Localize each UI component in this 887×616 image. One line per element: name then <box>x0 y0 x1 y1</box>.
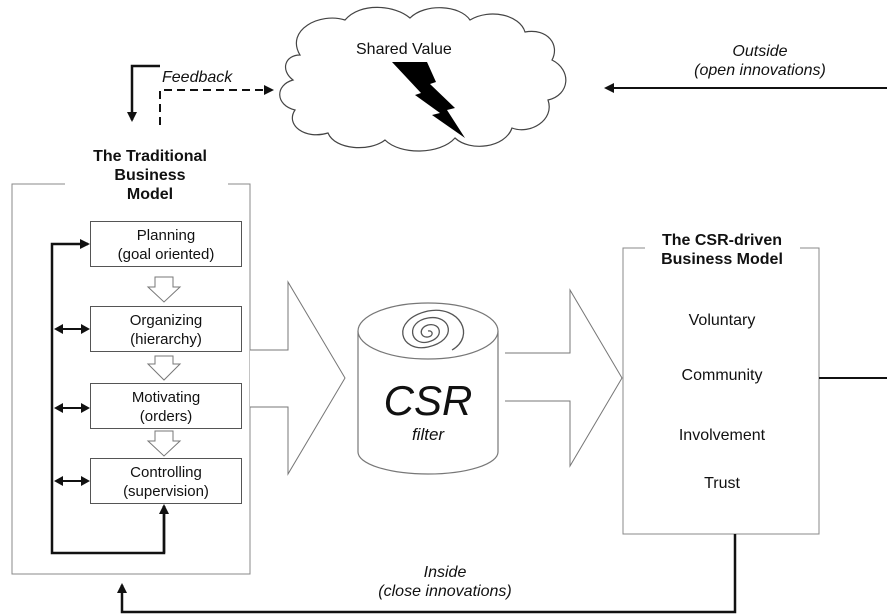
double-arrow-motivating <box>54 403 90 413</box>
outside-line2: (open innovations) <box>694 62 826 80</box>
step-arrow-1 <box>146 276 182 303</box>
csr-filter-subtitle: filter <box>411 425 445 444</box>
feedback-down-arrow <box>127 64 160 122</box>
traditional-title-line: Business <box>114 167 186 185</box>
step-name: Organizing <box>129 312 203 329</box>
csr-item-voluntary: Voluntary <box>688 312 756 329</box>
step-name: Planning <box>136 227 196 244</box>
step-name: Controlling <box>130 464 202 481</box>
csr-filter-title: CSR <box>383 377 473 424</box>
csr-model-frame <box>622 247 820 535</box>
csr-title-line: Business Model <box>661 251 783 269</box>
inside-line1: Inside <box>423 564 467 581</box>
step-arrow-2 <box>146 355 182 381</box>
double-arrow-organizing <box>54 324 90 334</box>
step-detail: (supervision) <box>123 483 209 500</box>
step-organizing: Organizing (hierarchy) <box>90 306 242 352</box>
step-motivating: Motivating (orders) <box>90 383 242 429</box>
lightning-bolt-icon <box>392 62 465 138</box>
csr-model-title: The CSR-driven Business Model <box>632 231 812 269</box>
csr-title-line: The CSR-driven <box>661 232 782 249</box>
inside-label: Inside (close innovations) <box>360 563 530 601</box>
inside-arrow <box>117 534 737 614</box>
traditional-model-title: The Traditional Business Model <box>70 147 230 205</box>
feedback-dashed-arrow <box>159 85 274 125</box>
traditional-model-frame <box>11 183 251 575</box>
shared-value-label: Shared Value <box>356 41 452 58</box>
step-detail: (goal oriented) <box>117 246 215 263</box>
csr-item-community: Community <box>681 367 763 384</box>
step-detail: (hierarchy) <box>130 331 202 348</box>
step-planning: Planning (goal oriented) <box>90 221 242 267</box>
outside-label: Outside (open innovations) <box>675 42 845 80</box>
outside-line1: Outside <box>732 43 788 60</box>
inside-line2: (close innovations) <box>378 583 512 601</box>
csr-item-trust: Trust <box>704 475 740 492</box>
step-name: Motivating <box>131 389 201 406</box>
traditional-to-filter-arrow <box>250 280 346 476</box>
traditional-title-line: The Traditional <box>93 148 207 165</box>
double-arrow-controlling <box>54 476 90 486</box>
step-detail: (orders) <box>139 408 193 425</box>
traditional-title-line: Model <box>126 186 174 204</box>
feedback-label: Feedback <box>162 69 233 86</box>
spiral-icon <box>402 309 465 351</box>
csr-item-involvement: Involvement <box>678 427 766 444</box>
filter-to-csr-arrow <box>505 288 623 468</box>
step-controlling: Controlling (supervision) <box>90 458 242 504</box>
step-arrow-3 <box>146 430 182 457</box>
